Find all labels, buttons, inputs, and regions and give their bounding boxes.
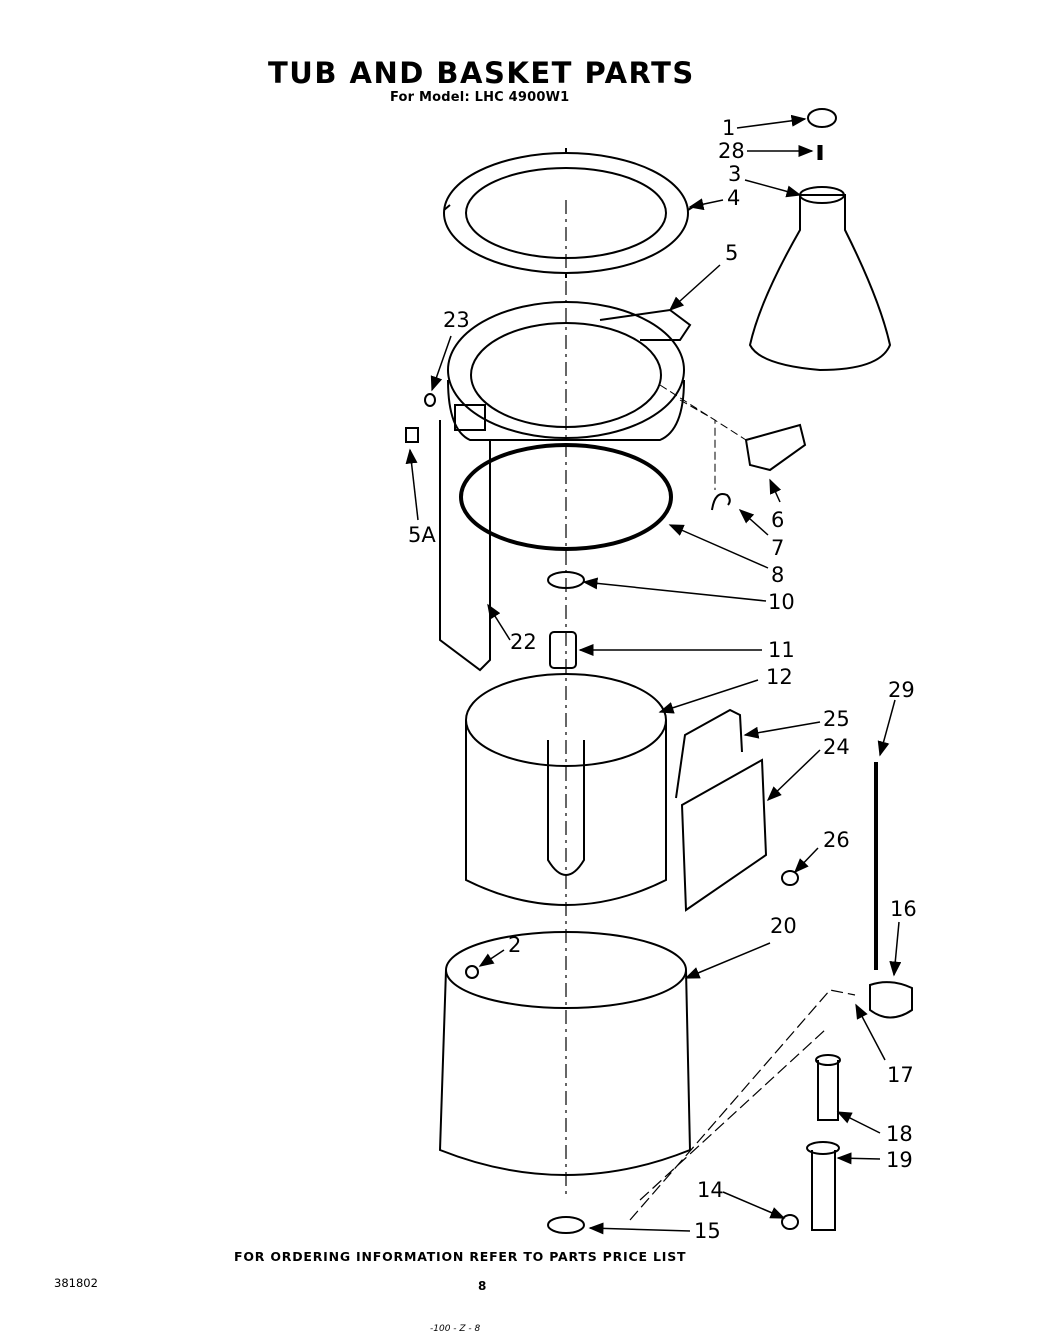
part-7-clip — [711, 493, 731, 511]
callout-14: 14 — [697, 1178, 724, 1202]
callout-7: 7 — [771, 536, 785, 560]
part-4-tub-ring — [443, 148, 697, 278]
callout-19: 19 — [886, 1148, 913, 1172]
callout-22: 22 — [510, 630, 537, 654]
callout-15: 15 — [694, 1219, 721, 1243]
part-3-agitator — [748, 186, 892, 372]
callout-10: 10 — [768, 590, 795, 614]
part-15-foot — [547, 1216, 585, 1234]
part-5-tub-cover — [447, 301, 692, 441]
page-title: TUB AND BASKET PARTS — [268, 56, 695, 90]
callout-1: 1 — [722, 116, 736, 140]
part-5A-bracket — [405, 427, 419, 443]
callout-2: 2 — [508, 933, 522, 957]
callout-5: 5 — [725, 241, 739, 265]
callout-20: 20 — [770, 914, 797, 938]
part-12-basket — [465, 673, 667, 906]
part-23-clip — [424, 393, 436, 407]
callout-23: 23 — [443, 308, 470, 332]
ordering-note: FOR ORDERING INFORMATION REFER TO PARTS … — [234, 1249, 687, 1264]
callout-3: 3 — [728, 162, 742, 186]
part-1-cap — [807, 108, 837, 128]
callout-4: 4 — [727, 186, 741, 210]
callout-16: 16 — [890, 897, 917, 921]
callout-25: 25 — [823, 707, 850, 731]
part-18-top — [815, 1054, 841, 1066]
part-25-wire — [675, 708, 743, 799]
callout-8: 8 — [771, 563, 785, 587]
part-24-plate — [680, 758, 768, 912]
part-22-shield — [439, 420, 491, 672]
part-19-elbow — [811, 1150, 836, 1231]
part-16-pressure-dome — [869, 981, 913, 1019]
part-26-plug — [781, 870, 799, 886]
callout-12: 12 — [766, 665, 793, 689]
document-number: 381802 — [54, 1276, 98, 1290]
callout-17: 17 — [887, 1063, 914, 1087]
part-18-tube — [817, 1060, 839, 1121]
page-number: 8 — [478, 1279, 487, 1293]
part-14-clamp — [781, 1214, 799, 1230]
callout-26: 26 — [823, 828, 850, 852]
callout-18: 18 — [886, 1122, 913, 1146]
scrap-marks: -100 - Z - 8 — [430, 1324, 481, 1334]
part-6-dispenser — [744, 423, 807, 472]
callout-29: 29 — [888, 678, 915, 702]
part-2-screw — [465, 965, 479, 979]
callout-24: 24 — [823, 735, 850, 759]
callout-28: 28 — [718, 139, 745, 163]
callout-5A: 5A — [408, 523, 436, 547]
callout-6: 6 — [771, 508, 785, 532]
part-8-gasket — [459, 443, 673, 551]
callout-11: 11 — [768, 638, 795, 662]
part-11-hub — [549, 631, 577, 669]
model-subtitle: For Model: LHC 4900W1 — [390, 90, 570, 105]
